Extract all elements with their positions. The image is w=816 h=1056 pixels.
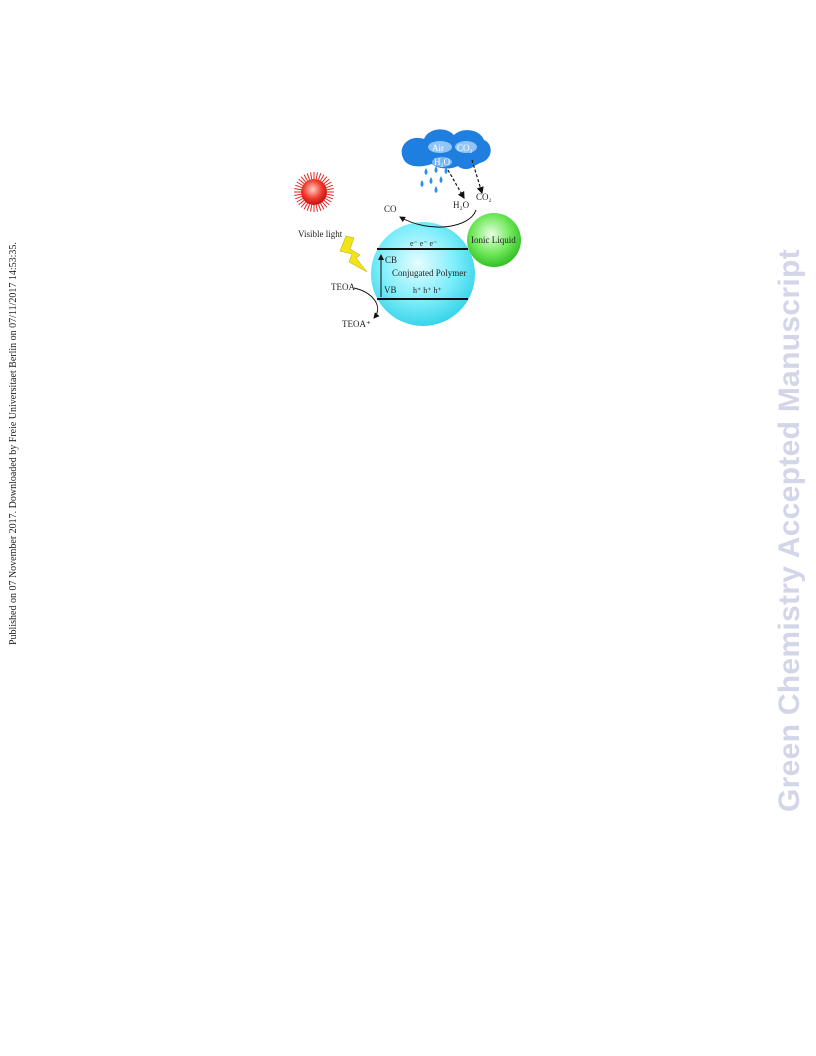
sun-ray (320, 203, 325, 210)
sun-ray (295, 195, 302, 200)
sun-ray (321, 176, 328, 183)
dashed-arrow-h2o (447, 169, 465, 200)
sun-ray (323, 199, 330, 206)
cloud-icon (401, 129, 491, 169)
holes-label: h⁺ h⁺ h⁺ (413, 286, 442, 295)
sun-icon (294, 172, 334, 212)
co-label: CO (384, 204, 397, 214)
sun-ray (315, 204, 318, 212)
sun-ray (321, 201, 328, 208)
vb-label: VB (384, 285, 397, 295)
sun-ray (303, 203, 308, 210)
teoa-oxidized-label: TEOA⁺ (342, 319, 371, 329)
dashed-arrow-co2 (471, 159, 484, 195)
sun-ray (326, 184, 333, 189)
h2o-label: H₂O (453, 200, 470, 210)
sun-ray (317, 204, 322, 211)
sun-ray (303, 174, 308, 181)
sun-ray (326, 188, 334, 191)
sun-ray (326, 193, 334, 196)
sun-ray (296, 198, 303, 203)
cloud-label-co2: CO₂ (457, 143, 473, 153)
sun-ray (315, 172, 318, 180)
cb-label: CB (385, 255, 397, 265)
sun-ray (325, 198, 332, 203)
sun-ray (300, 201, 307, 208)
teoa-arrow (353, 287, 380, 319)
polymer-label: Conjugated Polymer (392, 268, 466, 278)
sun-ray (325, 181, 332, 186)
sun-ray (298, 178, 305, 185)
sun-ray (306, 204, 311, 211)
sun-ray (294, 193, 302, 196)
co2-label: CO₂ (476, 192, 492, 202)
visible-light-label: Visible light (298, 229, 343, 239)
sun-ray (310, 204, 313, 212)
sun-ray (296, 181, 303, 186)
sun-ray (295, 184, 302, 189)
sun-ray (300, 176, 307, 183)
sun-ray (320, 174, 325, 181)
ionic-liquid-label: Ionic Liquid (471, 235, 516, 245)
sun-ray (323, 178, 330, 185)
cloud-label-h2o: H₂O (434, 157, 451, 167)
electrons-label: e⁻ e⁻ e⁻ (410, 239, 437, 248)
sun-ray (294, 188, 302, 191)
teoa-label: TEOA (331, 282, 355, 292)
rain-drops (420, 166, 448, 193)
sun-ray (317, 173, 322, 180)
sun-ray (306, 173, 311, 180)
ionic-liquid-sphere (467, 213, 521, 267)
cloud-label-air: Air (432, 143, 444, 153)
co-arrow (399, 209, 477, 228)
sun-ray (310, 172, 313, 180)
sun-ray (298, 199, 305, 206)
sun-ray (326, 195, 333, 200)
lightning-bolt-icon (339, 235, 368, 273)
